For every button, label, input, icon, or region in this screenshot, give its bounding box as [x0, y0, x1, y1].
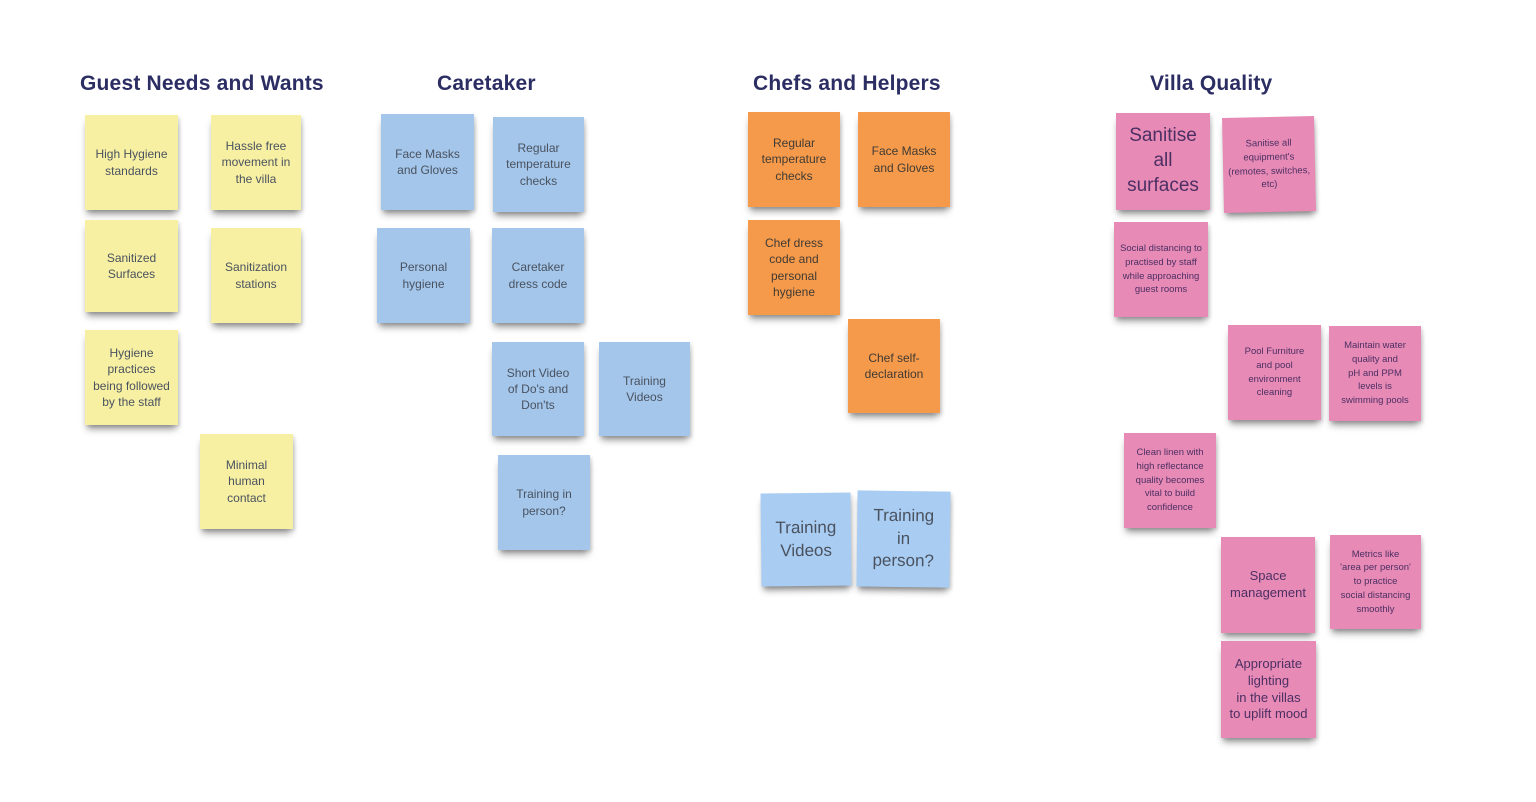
sticky-note[interactable]: Sanitization stations [211, 228, 301, 323]
note-text: Sanitization stations [224, 260, 288, 291]
sticky-note[interactable]: Hygiene practices being followed by the … [85, 330, 178, 425]
sticky-note[interactable]: Hassle free movement in the villa [211, 115, 301, 210]
note-text: Caretaker dress code [508, 260, 568, 291]
note-text: Sanitized Surfaces [106, 250, 157, 281]
note-text: Face Masks and Gloves [395, 146, 460, 177]
sticky-note[interactable]: Space management [1221, 537, 1315, 633]
note-text: Training Videos [623, 373, 666, 404]
note-text: Chef self- declaration [864, 350, 924, 381]
sticky-note[interactable]: Training Videos [760, 492, 852, 587]
note-text: Chef dress code and personal hygiene [764, 236, 824, 299]
note-text: High Hygiene standards [95, 147, 168, 178]
column-title-villa-quality[interactable]: Villa Quality [1150, 72, 1273, 95]
note-text: Clean linen with high reflectance qualit… [1135, 447, 1205, 514]
sticky-note[interactable]: Chef dress code and personal hygiene [748, 220, 840, 315]
note-text: Metrics like 'area per person' to practi… [1340, 548, 1411, 615]
note-text: Minimal human contact [225, 458, 268, 505]
note-text: Social distancing to practised by staff … [1120, 242, 1202, 296]
sticky-note[interactable]: Sanitise all equipment's (remotes, switc… [1222, 116, 1316, 213]
note-text: Training Videos [775, 517, 837, 560]
note-text: Personal hygiene [399, 260, 448, 291]
sticky-note[interactable]: Chef self- declaration [848, 319, 940, 413]
sticky-note[interactable]: Face Masks and Gloves [381, 114, 474, 210]
note-text: Training in person? [872, 505, 935, 571]
sticky-note[interactable]: Maintain water quality and pH and PPM le… [1329, 326, 1421, 421]
sticky-note[interactable]: Appropriate lighting in the villas to up… [1221, 641, 1316, 738]
sticky-note[interactable]: Sanitise all surfaces [1116, 113, 1210, 210]
note-text: Face Masks and Gloves [871, 144, 937, 175]
column-title-caretaker[interactable]: Caretaker [437, 72, 536, 95]
note-text: Sanitise all surfaces [1127, 125, 1199, 196]
sticky-note[interactable]: Sanitized Surfaces [85, 220, 178, 312]
sticky-note[interactable]: Regular temperature checks [748, 112, 840, 207]
sticky-note[interactable]: Metrics like 'area per person' to practi… [1330, 535, 1421, 629]
column-title-chefs-helpers[interactable]: Chefs and Helpers [753, 72, 941, 95]
note-text: Pool Furniture and pool environment clea… [1244, 345, 1305, 399]
sticky-note[interactable]: Regular temperature checks [493, 117, 584, 212]
column-title-guest-needs[interactable]: Guest Needs and Wants [80, 72, 324, 95]
sticky-note[interactable]: Training Videos [599, 342, 690, 436]
note-text: Sanitise all equipment's (remotes, switc… [1228, 137, 1311, 191]
sticky-note[interactable]: Short Video of Do's and Don'ts [492, 342, 584, 436]
note-text: Hassle free movement in the villa [221, 139, 291, 186]
sticky-note[interactable]: Minimal human contact [200, 434, 293, 529]
sticky-note[interactable]: Personal hygiene [377, 228, 470, 323]
note-text: Regular temperature checks [506, 141, 571, 188]
note-text: Regular temperature checks [761, 136, 827, 183]
note-text: Maintain water quality and pH and PPM le… [1341, 340, 1409, 407]
sticky-note[interactable]: Social distancing to practised by staff … [1114, 222, 1208, 317]
note-text: Short Video of Do's and Don'ts [506, 365, 570, 413]
note-text: Appropriate lighting in the villas to up… [1229, 655, 1308, 722]
sticky-note[interactable]: Training in person? [498, 455, 590, 550]
sticky-note[interactable]: Pool Furniture and pool environment clea… [1228, 325, 1321, 420]
sticky-note[interactable]: Training in person? [856, 490, 951, 588]
note-text: Hygiene practices being followed by the … [93, 346, 170, 409]
note-text: Space management [1230, 568, 1306, 600]
note-text: Training in person? [516, 487, 572, 518]
sticky-note[interactable]: Face Masks and Gloves [858, 112, 950, 207]
sticky-note[interactable]: Caretaker dress code [492, 228, 584, 323]
sticky-note[interactable]: High Hygiene standards [85, 115, 178, 210]
sticky-note[interactable]: Clean linen with high reflectance qualit… [1124, 433, 1216, 528]
